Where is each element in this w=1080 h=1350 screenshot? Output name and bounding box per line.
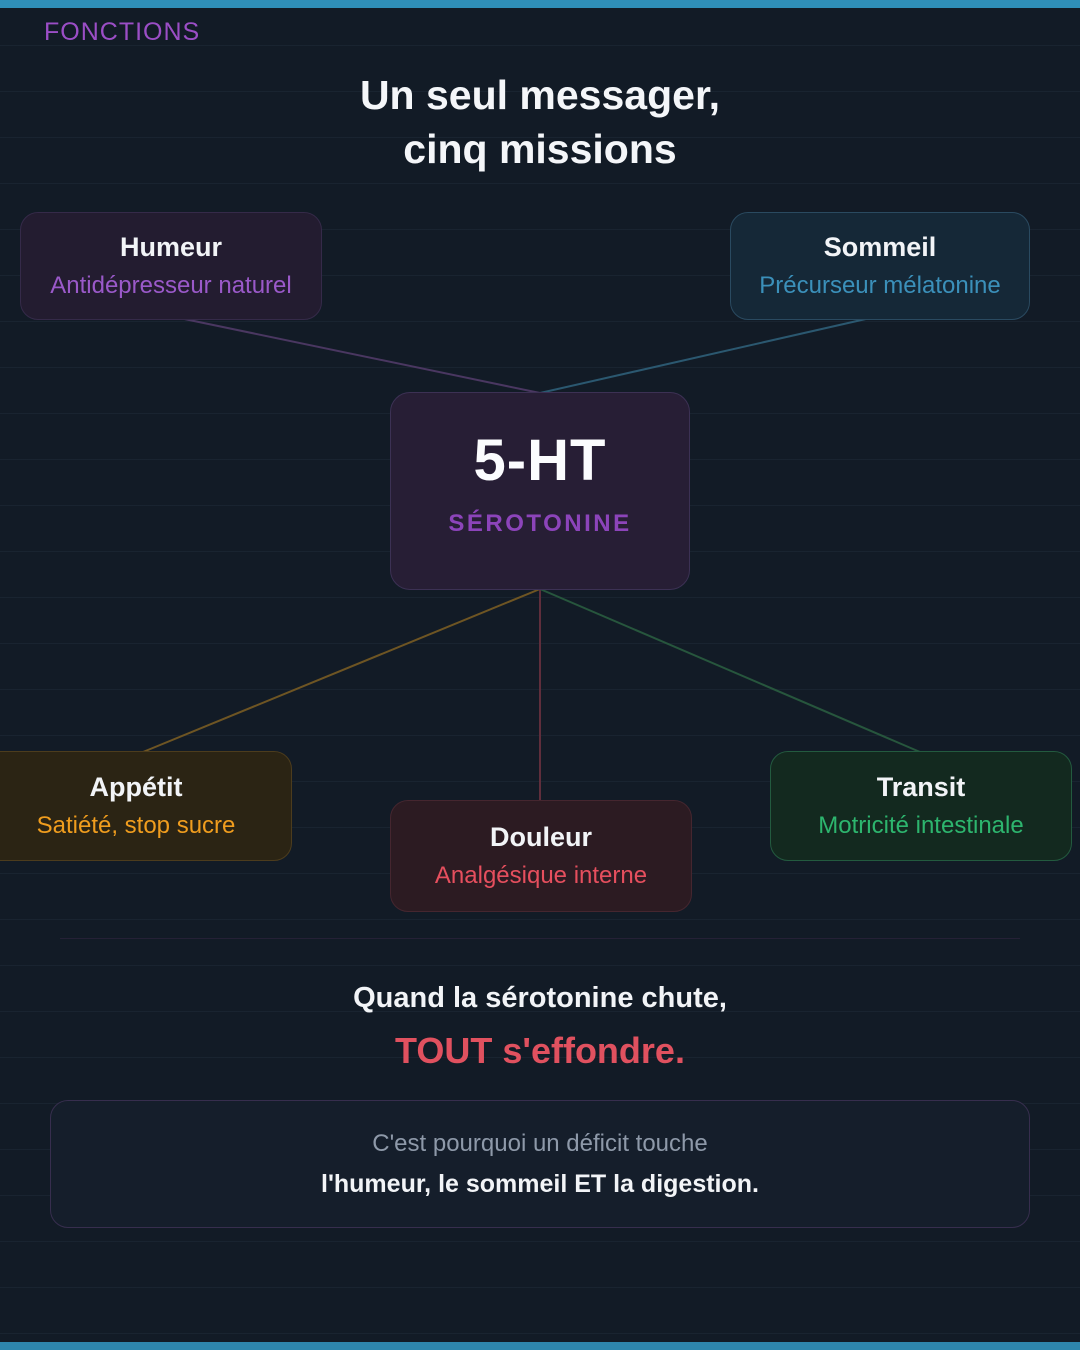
node-sommeil-title: Sommeil [823, 232, 937, 262]
connector-humeur-line [169, 315, 541, 394]
conclusion-note-card: C'est pourquoi un déficit touche l'humeu… [50, 1100, 1030, 1228]
page-title-line1: Un seul messager, [359, 72, 721, 118]
connector-sommeil-line [539, 315, 880, 394]
node-douleur-subtitle: Analgésique interne [434, 862, 648, 889]
connector-appetit-line [142, 588, 541, 753]
node-humeur-subtitle: Antidépresseur naturel [50, 272, 292, 299]
statement-line1: Quand la sérotonine chute, [353, 982, 727, 1014]
node-appetit: Appétit Satiété, stop sucre [0, 751, 292, 861]
node-appetit-subtitle: Satiété, stop sucre [36, 812, 236, 839]
node-transit-title: Transit [876, 772, 966, 802]
central-node-subtitle: SÉROTONINE [448, 510, 632, 537]
section-tag: FONCTIONS [44, 18, 201, 46]
node-transit-subtitle: Motricité intestinale [818, 812, 1024, 839]
top-accent-bar [0, 0, 1080, 8]
node-appetit-title: Appétit [89, 772, 183, 802]
node-transit: Transit Motricité intestinale [770, 751, 1072, 861]
section-divider [60, 938, 1020, 939]
page-title-line2: cinq missions [403, 126, 677, 172]
node-serotonine-central: 5-HT SÉROTONINE [390, 392, 690, 590]
node-douleur: Douleur Analgésique interne [390, 800, 692, 912]
page-title: Un seul messager, cinq missions [0, 68, 1080, 176]
bottom-accent-bar [0, 1342, 1080, 1350]
node-humeur-title: Humeur [119, 232, 222, 262]
note-line1: C'est pourquoi un déficit touche [372, 1129, 708, 1157]
node-sommeil: Sommeil Précurseur mélatonine [730, 212, 1030, 320]
node-douleur-title: Douleur [489, 822, 592, 852]
node-humeur: Humeur Antidépresseur naturel [20, 212, 322, 320]
connector-transit-line [539, 588, 921, 753]
note-line2: l'humeur, le sommeil ET la digestion. [321, 1169, 759, 1198]
node-sommeil-subtitle: Précurseur mélatonine [759, 272, 1001, 299]
central-node-title: 5-HT [473, 428, 607, 493]
statement-line2: TOUT s'effondre. [395, 1030, 685, 1071]
